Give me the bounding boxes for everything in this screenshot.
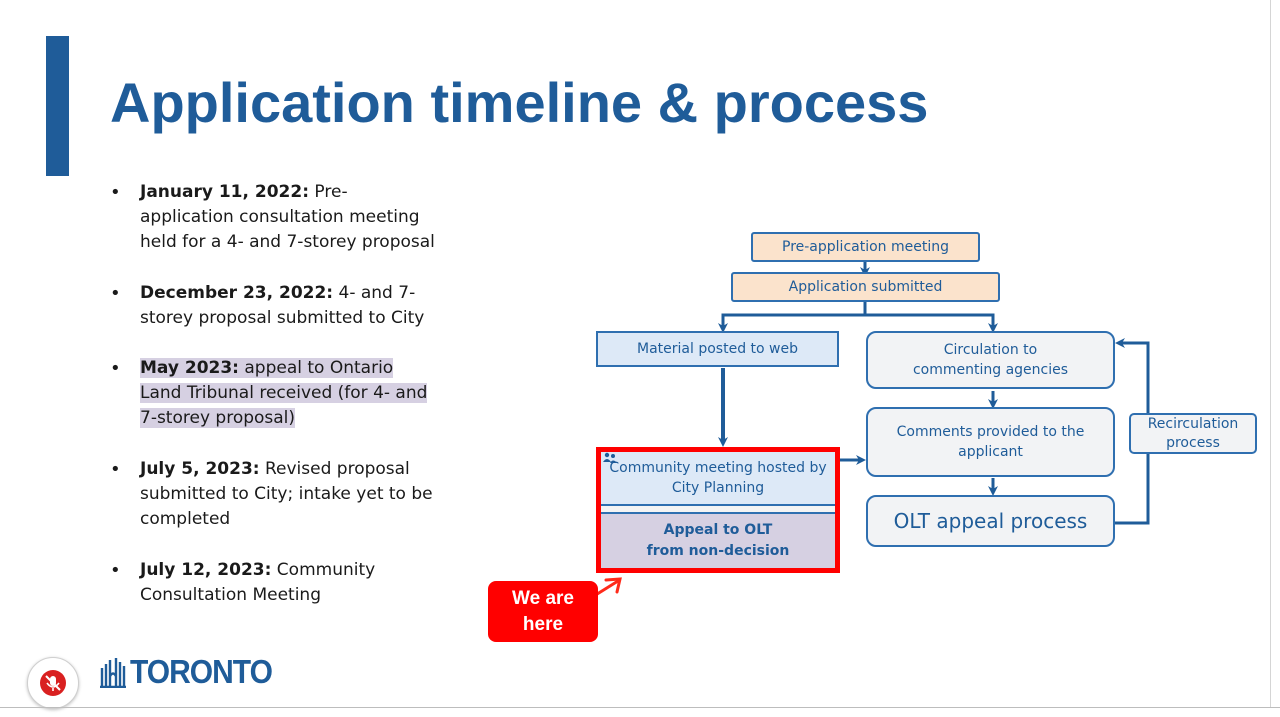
toronto-city-hall-icon	[100, 658, 126, 688]
timeline-date: July 5, 2023:	[140, 459, 260, 479]
we-are-here-callout: We are here	[488, 581, 598, 642]
connector-submitted-to-circulation	[865, 313, 998, 333]
callout-arrow-head	[604, 577, 622, 594]
timeline-text: 4- and 7-storey proposal submitted to Ci…	[140, 283, 425, 328]
timeline-date: January 11, 2022:	[140, 182, 310, 202]
callout-line-2: here	[522, 613, 564, 635]
timeline-item-4: July 5, 2023: Revised proposal submitted…	[110, 457, 440, 532]
mic-glyph	[45, 675, 61, 691]
people-icon	[603, 452, 617, 463]
timeline-item-3: May 2023: appeal to Ontario Land Tribuna…	[110, 356, 440, 431]
community-meeting-box: Community meeting hosted by City Plannin…	[601, 452, 835, 506]
recirculation-box: Recirculation process	[1129, 413, 1257, 454]
circulation-box: Circulation to commenting agencies	[866, 331, 1115, 389]
appeal-line-1: Appeal to OLT	[663, 522, 773, 538]
olt-appeal-process-box: OLT appeal process	[866, 495, 1115, 547]
appeal-olt-box: Appeal to OLT from non-decision	[601, 512, 835, 568]
mute-microphone-button[interactable]	[27, 657, 79, 709]
application-submitted-box: Application submitted	[731, 272, 1000, 302]
slide-right-border	[1270, 0, 1271, 707]
timeline-item-1: January 11, 2022: Pre-application consul…	[110, 180, 440, 255]
timeline-text: Pre-application consultation meeting hel…	[140, 182, 435, 252]
microphone-muted-icon	[40, 670, 66, 696]
timeline-text: appeal to Ontario Land Tribunal received…	[140, 358, 428, 428]
material-posted-box: Material posted to web	[596, 331, 839, 367]
callout-arrow	[592, 579, 620, 598]
appeal-line-2: from non-decision	[646, 543, 790, 559]
timeline-date: May 2023:	[140, 358, 239, 378]
connector-submitted-split	[718, 302, 867, 333]
pre-application-meeting-box: Pre-application meeting	[751, 232, 980, 262]
timeline-text: Community Consultation Meeting	[140, 560, 376, 605]
timeline-item-2: December 23, 2022: 4- and 7-storey propo…	[110, 281, 440, 331]
timeline-text: Revised proposal submitted to City; inta…	[140, 459, 433, 529]
timeline-date: July 12, 2023:	[140, 560, 272, 580]
toronto-wordmark: TORONTO	[130, 654, 273, 691]
callout-line-1: We are	[512, 587, 574, 609]
timeline-item-5: July 12, 2023: Community Consultation Me…	[110, 558, 440, 608]
title-accent-bar	[46, 36, 69, 176]
timeline-date: December 23, 2022:	[140, 283, 334, 303]
toronto-logo: TORONTO	[100, 652, 273, 691]
comments-provided-box: Comments provided to the applicant	[866, 407, 1115, 477]
slide-bottom-border	[0, 707, 1280, 708]
slide-title: Application timeline & process	[110, 71, 929, 134]
